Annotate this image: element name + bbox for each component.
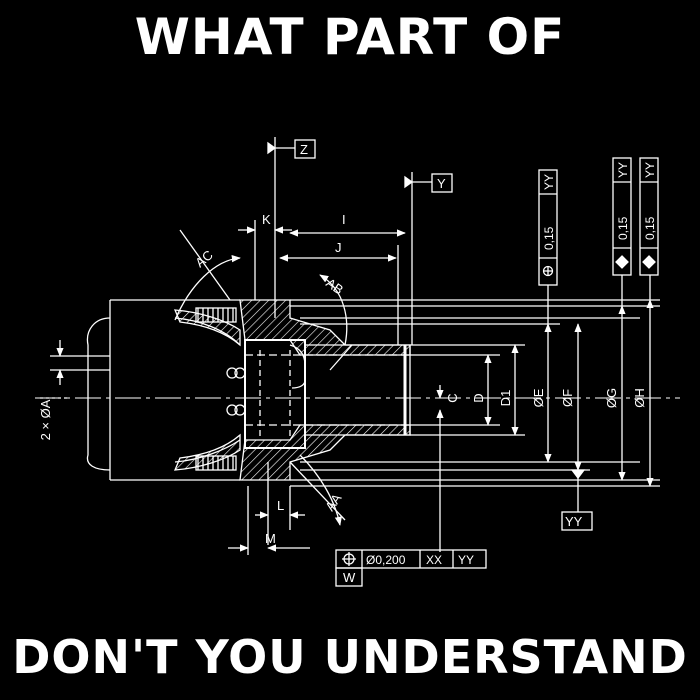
fcf-position-box — [335, 549, 487, 569]
datum-y-label: Y — [437, 176, 446, 191]
fcf-vertical-1-datum: YY — [542, 174, 556, 190]
dim-k: K — [262, 212, 271, 227]
dim-j: J — [335, 240, 342, 255]
bottom-caption: DON'T YOU UNDERSTAND — [12, 630, 688, 684]
inner-bore-right — [305, 344, 411, 436]
dim-l: L — [277, 498, 284, 513]
datum-z-label: Z — [300, 142, 308, 157]
hatched-section-top — [239, 299, 411, 356]
hatched-section-bottom — [239, 424, 411, 481]
top-caption: WHAT PART OF — [134, 8, 566, 66]
dim-e: ØE — [531, 388, 546, 407]
spring-bottom — [195, 455, 237, 471]
fcf-vertical-1-tolerance: 0,15 — [542, 226, 556, 250]
dim-c: C — [445, 393, 460, 402]
fcf-vertical-2 — [612, 157, 632, 276]
datum-w-label: W — [343, 570, 356, 585]
datum-y-box — [431, 173, 453, 193]
fcf-vertical-2-datum: YY — [616, 162, 630, 178]
fcf-position-datum-1: XX — [426, 553, 442, 567]
hatched-bore-left-top — [173, 309, 241, 347]
dim-i: I — [342, 212, 346, 227]
datum-z-box — [294, 139, 316, 159]
shaft-outline — [109, 299, 240, 481]
dim-h: ØH — [632, 388, 647, 408]
dim-m: M — [265, 531, 276, 546]
fcf-vertical-2-tolerance: 0,15 — [616, 216, 630, 240]
ball — [226, 367, 238, 379]
dim-d1: D1 — [498, 390, 513, 407]
dim-g: ØG — [604, 388, 619, 408]
fcf-vertical-1 — [538, 169, 558, 286]
fcf-position-tolerance: Ø0,200 — [366, 553, 406, 567]
dim-ac: AC — [192, 247, 215, 270]
dim-holes: 2 × ØA — [38, 399, 53, 440]
dim-d: D — [471, 393, 486, 402]
fcf-vertical-3-tolerance: 0,15 — [643, 216, 657, 240]
dim-aa: AA — [322, 491, 344, 514]
fcf-vertical-3 — [639, 157, 659, 276]
spring-top — [195, 307, 237, 323]
dim-f: ØF — [560, 389, 575, 407]
fcf-position-datum-2: YY — [458, 553, 474, 567]
fcf-vertical-3-datum: YY — [643, 162, 657, 178]
shaft-break — [86, 317, 111, 471]
datum-yy-box — [561, 511, 593, 531]
dim-ab: AB — [323, 275, 346, 297]
datum-yy-label: YY — [565, 514, 583, 529]
bushing — [244, 339, 306, 449]
